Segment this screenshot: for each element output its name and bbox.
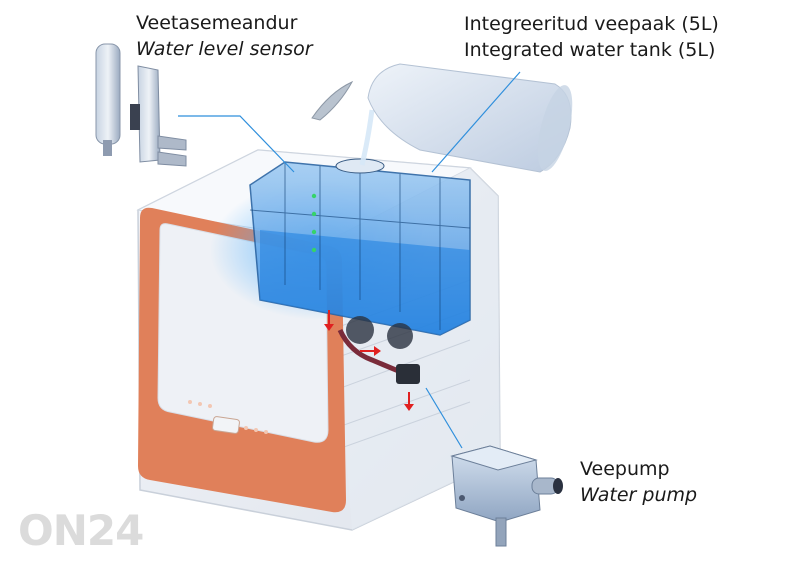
leader-line-sensor [178,115,295,173]
jug-lid [311,80,354,121]
leader-line-pump [425,387,463,449]
sensor-label-estonian: Veetasemeandur [136,12,298,34]
pump-label-english: Water pump [580,484,698,506]
tank-label-estonian: Integreeritud veepaak (5L) [464,13,719,35]
watermark-logo: ON24 [18,506,144,555]
pump-label-estonian: Veepump [580,458,670,480]
tank-label: Integreeritud veepaak (5L) Integrated wa… [464,15,719,60]
water-jug [367,63,573,173]
leader-line-tank [431,71,521,173]
tank-label-english: Integrated water tank (5L) [464,39,716,61]
water-level-sensor [95,43,187,167]
water-tank [210,109,471,336]
sensor-label-english: Water level sensor [136,38,313,60]
leader-lines [178,71,521,449]
water-pump [450,445,563,547]
pump-label: Veepump Water pump [580,460,697,505]
water-pipes [324,310,420,411]
sensor-label: Veetasemeandur Water level sensor [136,14,313,59]
